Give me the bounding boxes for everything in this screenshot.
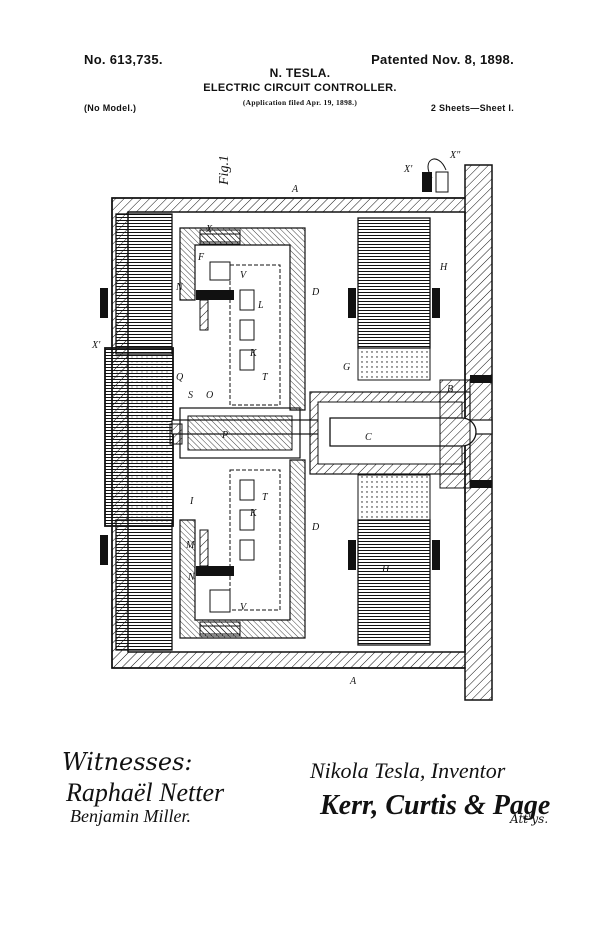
receptacle <box>179 227 306 639</box>
label-F: F <box>197 252 205 263</box>
label-N-bottom: N <box>187 572 196 583</box>
label-Q: Q <box>176 372 184 383</box>
field-coils <box>100 213 440 651</box>
label-V-bottom: V <box>240 602 248 613</box>
label-X-double-prime: X" <box>449 150 461 161</box>
patent-number: No. 613,735. <box>84 52 163 67</box>
label-T: T <box>262 372 269 383</box>
figure-label: Fig.1 <box>217 155 232 186</box>
invention-title: ELECTRIC CIRCUIT CONTROLLER. <box>203 82 397 94</box>
label-I: I <box>189 496 194 507</box>
label-H-bottom: H <box>381 564 390 575</box>
label-X-prime: X' <box>403 164 413 175</box>
label-O: O <box>206 390 213 401</box>
patent-drawing: Fig.1 A A B C D D F G H H I K K L M N N … <box>91 150 493 701</box>
label-L: L <box>257 300 264 311</box>
label-P: P <box>221 430 228 441</box>
label-T-bottom: T <box>262 492 269 503</box>
rotor <box>104 347 174 527</box>
label-D-bottom: D <box>311 522 320 533</box>
label-N: N <box>175 282 184 293</box>
attorney-signature: Kerr, Curtis & Page <box>320 790 551 821</box>
application-date: (Application filed Apr. 19, 1898.) <box>242 98 358 107</box>
label-G: G <box>343 362 350 373</box>
label-D: D <box>311 287 320 298</box>
label-H: H <box>439 262 448 273</box>
witness-signature-2: Benjamin Miller. <box>70 806 191 826</box>
label-V: V <box>240 270 248 281</box>
label-A-bottom: A <box>349 676 357 687</box>
model-note: (No Model.) <box>84 103 137 113</box>
label-X: X <box>205 224 213 235</box>
label-S: S <box>188 390 193 401</box>
label-X-prime-rotor: X' <box>91 340 101 351</box>
witness-signature-1: Raphaël Netter <box>66 778 225 807</box>
witnesses-label: Witnesses: <box>62 748 193 776</box>
label-B: B <box>447 384 453 395</box>
terminals <box>199 158 449 635</box>
label-C: C <box>365 432 372 443</box>
contact-discs <box>196 233 241 637</box>
inventor-name: N. TESLA. <box>269 66 331 80</box>
inventor-signature: Nikola Tesla, Inventor <box>310 758 506 783</box>
shaft-bearing <box>169 375 493 489</box>
patent-date: Patented Nov. 8, 1898. <box>371 52 514 67</box>
sheet-count: 2 Sheets—Sheet I. <box>430 103 514 113</box>
label-K: K <box>249 348 258 359</box>
label-K-bottom: K <box>249 508 258 519</box>
label-M: M <box>185 540 195 551</box>
attorneys-label: Att'ys. <box>510 812 549 826</box>
label-A: A <box>291 184 299 195</box>
